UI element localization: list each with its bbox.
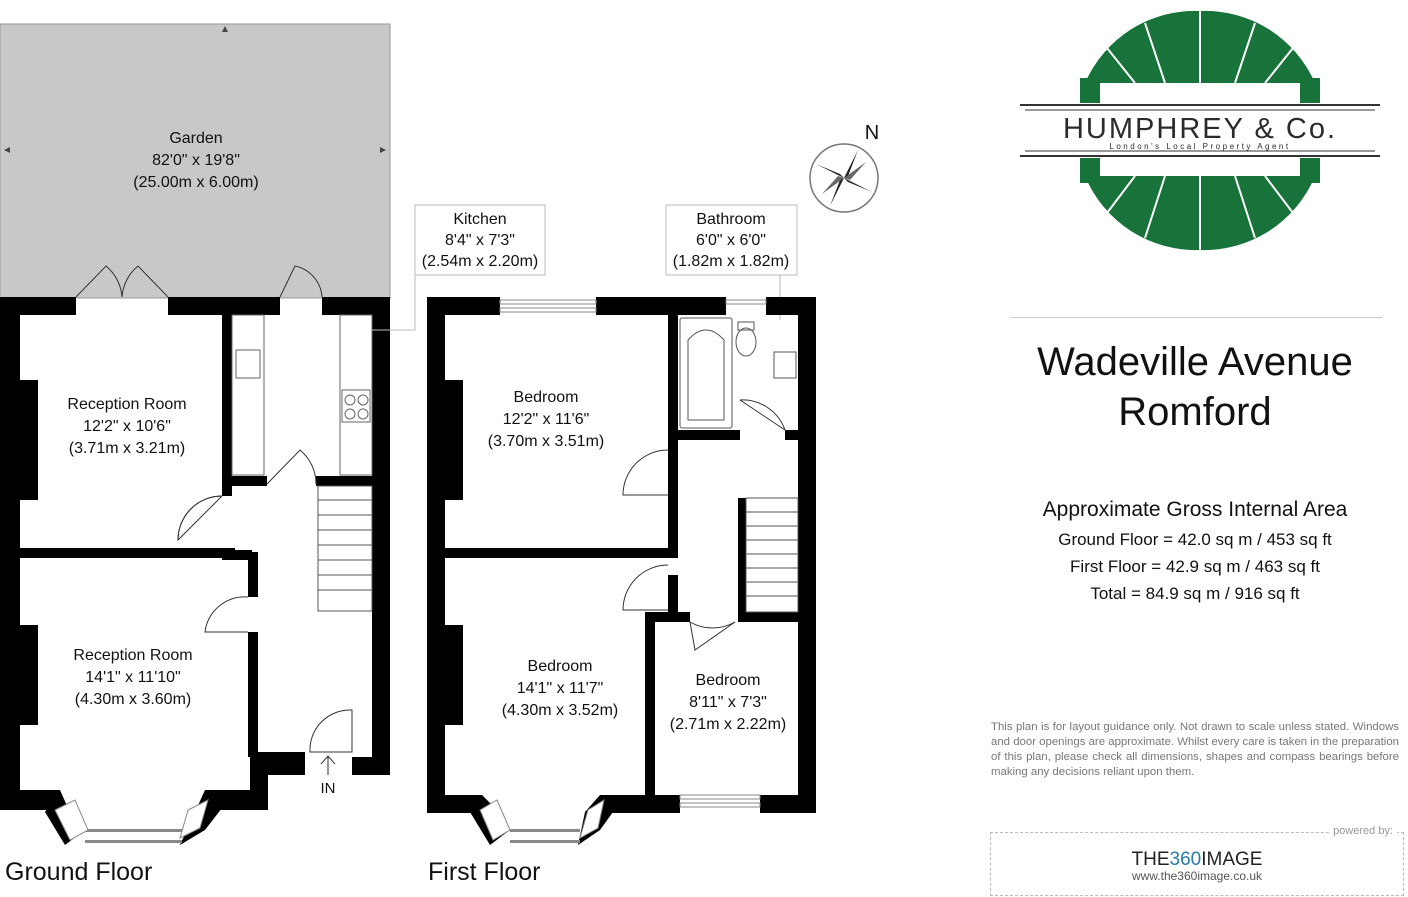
ground-floor-label: Ground Floor bbox=[5, 858, 153, 886]
reception1-metric: (3.71m x 3.21m) bbox=[69, 440, 185, 457]
kitchen-callout bbox=[414, 204, 546, 276]
entrance-arrow bbox=[320, 755, 336, 775]
address-line1: Wadeville Avenue bbox=[1037, 340, 1353, 384]
reception1-imperial: 12'2" x 10'6" bbox=[83, 418, 171, 435]
bathroom-fittings bbox=[679, 317, 797, 429]
powered-brand: THE360IMAGE bbox=[991, 849, 1403, 871]
bathroom-metric: (1.82m x 1.82m) bbox=[673, 253, 789, 270]
brand-number: 360 bbox=[1169, 849, 1202, 870]
reception2-metric: (4.30m x 3.60m) bbox=[75, 691, 191, 708]
first-floor-label: First Floor bbox=[428, 858, 541, 886]
first-bay-window bbox=[470, 795, 613, 845]
area-ground: Ground Floor = 42.0 sq m / 453 sq ft bbox=[1058, 530, 1332, 549]
bedroom3-name: Bedroom bbox=[696, 672, 761, 689]
agent-name: HUMPHREY & Co. bbox=[1063, 113, 1337, 145]
bedroom1-imperial: 12'2" x 11'6" bbox=[503, 411, 590, 428]
garden-imperial: 82'0" x 19'8" bbox=[152, 152, 240, 169]
kitchen-units bbox=[231, 314, 373, 476]
floor-plan-drawing: Garden 82'0" x 19'8" (25.00m x 6.00m) bbox=[0, 23, 879, 845]
ground-floor-walls bbox=[0, 297, 390, 810]
reception1-name: Reception Room bbox=[67, 396, 186, 413]
area-title: Approximate Gross Internal Area bbox=[1042, 498, 1348, 521]
reception2-imperial: 14'1" x 11'10" bbox=[85, 669, 180, 686]
agent-tagline: London's Local Property Agent bbox=[1109, 142, 1290, 151]
ground-stairs bbox=[317, 485, 373, 612]
address-block: Wadeville Avenue Romford bbox=[985, 337, 1405, 437]
powered-url[interactable]: www.the360image.co.uk bbox=[1131, 869, 1263, 883]
humphrey-co-logo: HUMPHREY & Co. London's Local Property A… bbox=[1020, 10, 1380, 251]
brand-suffix: IMAGE bbox=[1201, 849, 1263, 870]
bathroom-imperial: 6'0" x 6'0" bbox=[696, 232, 766, 249]
compass-icon bbox=[809, 143, 879, 213]
garden-doors bbox=[75, 265, 323, 298]
brand-prefix: THE bbox=[1131, 849, 1170, 870]
bathroom-callout bbox=[665, 204, 798, 276]
bedroom3-imperial: 8'11" x 7'3" bbox=[689, 694, 767, 711]
first-stairs bbox=[745, 497, 799, 613]
kitchen-metric: (2.54m x 2.20m) bbox=[422, 253, 538, 270]
first-interior-doors bbox=[622, 399, 786, 651]
bedroom2-imperial: 14'1" x 11'7" bbox=[517, 680, 604, 697]
bedroom1-name: Bedroom bbox=[514, 389, 579, 406]
ground-interior-doors bbox=[177, 449, 353, 753]
bedroom2-name: Bedroom bbox=[528, 658, 593, 675]
first-floor-windows bbox=[499, 299, 767, 808]
header-divider bbox=[1011, 317, 1383, 318]
bathroom-name: Bathroom bbox=[696, 211, 765, 228]
powered-by-box: powered by: THE360IMAGE www.the360image.… bbox=[990, 825, 1404, 896]
area-first: First Floor = 42.9 sq m / 463 sq ft bbox=[1070, 557, 1320, 576]
area-block: Approximate Gross Internal Area Ground F… bbox=[985, 498, 1405, 607]
garden-name: Garden bbox=[169, 130, 222, 147]
bedroom3-metric: (2.71m x 2.22m) bbox=[670, 716, 786, 733]
north-label: N bbox=[865, 122, 879, 144]
area-total: Total = 84.9 sq m / 916 sq ft bbox=[1090, 584, 1300, 603]
ground-bay-window bbox=[45, 790, 222, 845]
garden-metric: (25.00m x 6.00m) bbox=[133, 174, 258, 191]
garden-area bbox=[0, 23, 391, 299]
kitchen-imperial: 8'4" x 7'3" bbox=[445, 232, 515, 249]
bedroom2-metric: (4.30m x 3.52m) bbox=[502, 702, 618, 719]
disclaimer-text: This plan is for layout guidance only. N… bbox=[991, 721, 1399, 778]
reception2-name: Reception Room bbox=[73, 647, 192, 664]
first-floor-walls bbox=[427, 297, 816, 813]
powered-by-label: powered by: bbox=[1329, 825, 1397, 837]
bedroom1-metric: (3.70m x 3.51m) bbox=[488, 433, 604, 450]
kitchen-name: Kitchen bbox=[453, 211, 506, 228]
entrance-label: IN bbox=[321, 780, 336, 797]
address-line2: Romford bbox=[1118, 390, 1272, 434]
